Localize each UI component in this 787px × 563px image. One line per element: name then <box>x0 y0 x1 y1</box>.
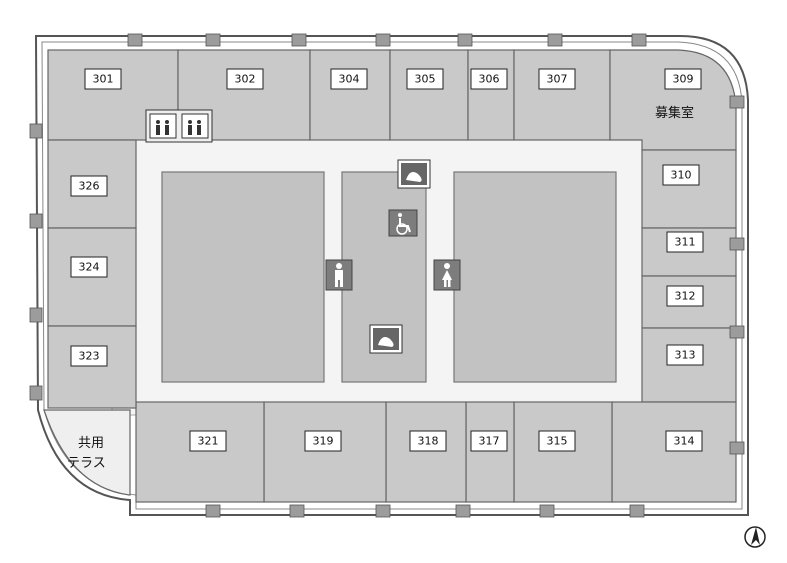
room-label-box-302 <box>226 68 264 90</box>
kitchenette-icon <box>369 324 403 354</box>
room-label-box-319 <box>304 430 342 452</box>
recruiting-room-label: 募集室 <box>655 105 694 121</box>
wheelchair-icon <box>388 209 418 237</box>
mens-restroom-icon <box>325 259 353 291</box>
room-label-box-321 <box>189 430 227 452</box>
shared-terrace-label-line1: 共用 <box>78 436 104 451</box>
room-label-box-312 <box>666 285 704 307</box>
room-label-326: 326 <box>79 180 100 193</box>
room-label-box-309 <box>664 68 702 90</box>
room-label-box-318 <box>409 430 447 452</box>
room-label-305: 305 <box>415 73 436 86</box>
room-label-box-305 <box>406 68 444 90</box>
kitchenette-icon <box>397 159 431 189</box>
room-label-box-315 <box>538 430 576 452</box>
room-label-314: 314 <box>674 435 695 448</box>
room-304[interactable] <box>309 49 391 141</box>
room-label-box-324 <box>70 256 108 278</box>
room-labels: 301 302 304 305 306 307 309 310 311 312 313 314 315 3… <box>70 68 704 452</box>
room-label-301: 301 <box>93 73 114 86</box>
room-label-319: 319 <box>313 435 334 448</box>
pillars <box>29 33 745 518</box>
elevator-icon <box>145 109 213 143</box>
room-307[interactable] <box>513 49 611 141</box>
room-309[interactable] <box>609 49 737 151</box>
room-label-313: 313 <box>675 349 696 362</box>
room-label-box-317 <box>470 430 508 452</box>
room-306[interactable] <box>467 49 515 141</box>
room-label-309: 309 <box>673 73 694 86</box>
room-310[interactable] <box>641 149 737 229</box>
room-label-315: 315 <box>547 435 568 448</box>
room-label-311: 311 <box>675 236 696 249</box>
room-label-318: 318 <box>418 435 439 448</box>
room-label-317: 317 <box>479 435 500 448</box>
room-label-box-310 <box>662 164 700 186</box>
room-label-box-326 <box>70 175 108 197</box>
room-323[interactable] <box>47 325 137 409</box>
room-label-306: 306 <box>479 73 500 86</box>
room-label-box-323 <box>70 345 108 367</box>
shared-terrace-label-line2: テラス <box>67 456 106 471</box>
womens-restroom-icon <box>433 259 461 291</box>
room-314[interactable] <box>611 401 737 503</box>
room-label-box-306 <box>470 68 508 90</box>
room-label-box-314 <box>665 430 703 452</box>
room-label-box-313 <box>666 344 704 366</box>
room-label-323: 323 <box>79 350 100 363</box>
room-label-307: 307 <box>547 73 568 86</box>
room-317[interactable] <box>465 401 515 503</box>
room-305[interactable] <box>389 49 469 141</box>
north-arrow-icon <box>744 526 766 548</box>
room-label-304: 304 <box>339 73 360 86</box>
shared-terrace <box>43 409 131 496</box>
core-block-west <box>161 171 325 383</box>
core-block-east <box>453 171 617 383</box>
room-315[interactable] <box>513 401 613 503</box>
room-label-box-304 <box>330 68 368 90</box>
room-label-box-301 <box>84 68 122 90</box>
room-label-box-311 <box>666 231 704 253</box>
room-label-312: 312 <box>675 290 696 303</box>
room-label-321: 321 <box>198 435 219 448</box>
room-label-302: 302 <box>235 73 256 86</box>
room-label-324: 324 <box>79 261 100 274</box>
room-label-310: 310 <box>671 169 692 182</box>
room-label-box-307 <box>538 68 576 90</box>
inner-wall <box>41 41 743 510</box>
room-321[interactable] <box>135 401 265 503</box>
room-318[interactable] <box>385 401 467 503</box>
outer-wall <box>34 35 749 516</box>
room-319[interactable] <box>263 401 387 503</box>
